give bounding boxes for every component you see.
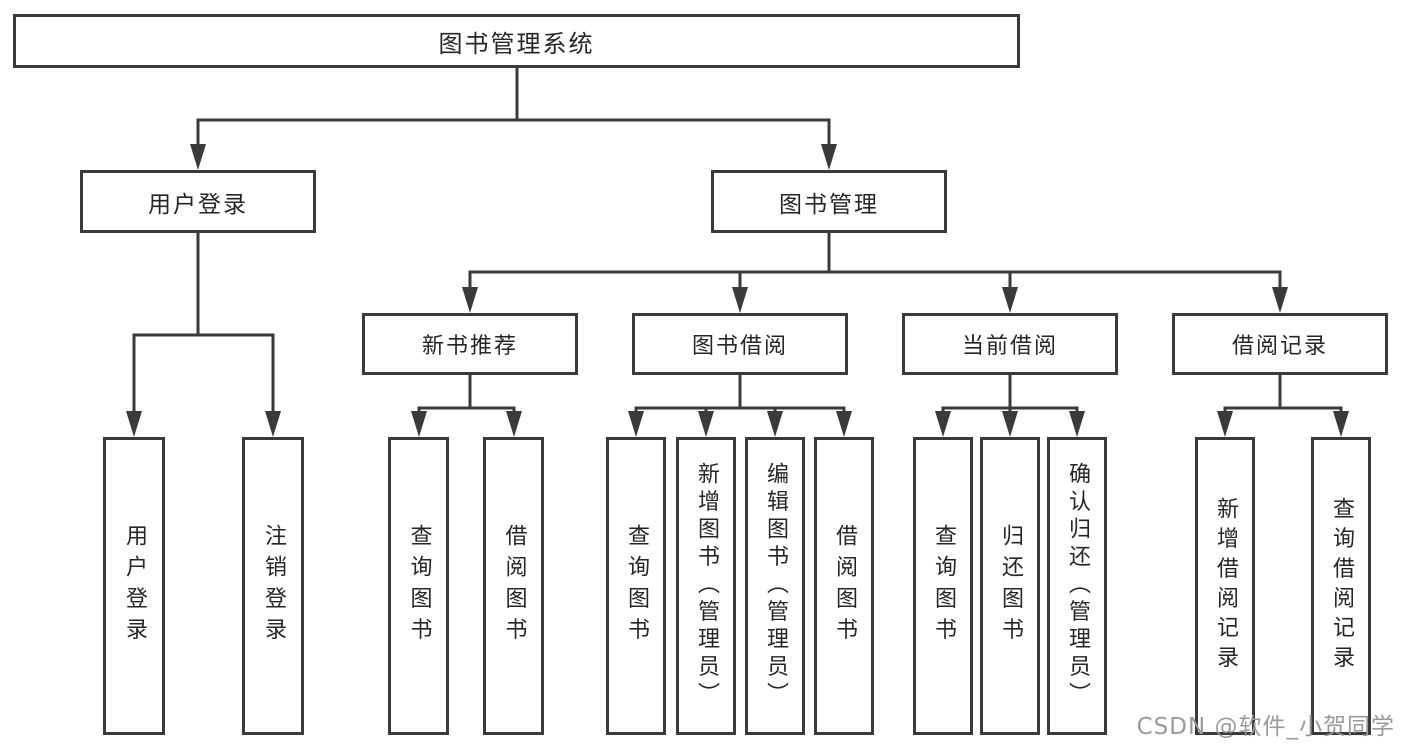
node-label: 新书推荐 xyxy=(421,334,518,359)
node-library-management-system: 图书管理系统 xyxy=(13,14,1020,68)
arrowhead xyxy=(1002,411,1018,437)
arrowhead xyxy=(1002,287,1018,313)
arrowhead xyxy=(935,411,951,437)
leaf-current-return-books: 归还图书 xyxy=(980,437,1040,735)
arrowheads xyxy=(126,144,1349,437)
arrowhead xyxy=(506,411,522,437)
arrowhead xyxy=(821,144,837,170)
node-label: 图书借阅 xyxy=(691,334,788,359)
leaf-borrowing-query-books: 查询图书 xyxy=(606,437,666,735)
leaf-recommend-query-books: 查询图书 xyxy=(388,437,449,735)
leaf-user-login: 用户登录 xyxy=(103,437,165,735)
arrowhead xyxy=(767,411,783,437)
leaf-label: 新增图书（管理员） xyxy=(694,462,719,710)
node-book-borrowing: 图书借阅 xyxy=(632,313,848,375)
leaf-borrowing-edit-books-admin: 编辑图书（管理员） xyxy=(745,437,805,735)
leaf-label: 编辑图书（管理员） xyxy=(763,462,788,710)
leaf-current-query-books: 查询图书 xyxy=(913,437,973,735)
node-book-management: 图书管理 xyxy=(711,170,947,233)
leaf-label: 借阅图书 xyxy=(832,523,857,649)
arrowhead xyxy=(1217,411,1233,437)
node-label: 图书管理系统 xyxy=(438,29,595,58)
connector-paths xyxy=(132,66,1343,415)
node-label: 当前借阅 xyxy=(961,334,1058,359)
arrowhead xyxy=(1069,411,1085,437)
leaf-label: 确认归还（管理员） xyxy=(1065,462,1090,710)
leaf-label: 查询图书 xyxy=(624,523,649,649)
arrowhead xyxy=(190,144,206,170)
node-user-login: 用户登录 xyxy=(80,170,316,233)
leaf-label: 查询借阅记录 xyxy=(1329,496,1354,676)
arrowhead xyxy=(1333,411,1349,437)
leaf-records-query-record: 查询借阅记录 xyxy=(1311,437,1371,735)
arrowhead xyxy=(628,411,644,437)
csdn-watermark: CSDN @软件_小贺同学 xyxy=(1136,714,1395,740)
leaf-label: 新增借阅记录 xyxy=(1213,496,1238,676)
leaf-logout-login: 注销登录 xyxy=(242,437,304,735)
leaf-label: 借阅图书 xyxy=(501,523,527,649)
node-label: 图书管理 xyxy=(779,191,879,218)
arrowhead xyxy=(411,411,427,437)
leaf-current-confirm-return-admin: 确认归还（管理员） xyxy=(1047,437,1107,735)
arrowhead xyxy=(732,287,748,313)
leaf-borrowing-borrow-books: 借阅图书 xyxy=(814,437,874,735)
node-label: 用户登录 xyxy=(148,191,248,218)
leaf-label: 查询图书 xyxy=(931,523,956,649)
arrowhead xyxy=(126,411,142,437)
leaf-records-add-record: 新增借阅记录 xyxy=(1195,437,1255,735)
leaf-borrowing-add-books-admin: 新增图书（管理员） xyxy=(676,437,736,735)
leaf-label: 归还图书 xyxy=(998,523,1023,649)
node-new-book-recommend: 新书推荐 xyxy=(362,313,578,375)
node-borrowing-records: 借阅记录 xyxy=(1172,313,1388,375)
node-label: 借阅记录 xyxy=(1231,334,1328,359)
arrowhead xyxy=(462,287,478,313)
arrowhead xyxy=(265,411,281,437)
node-current-borrowing: 当前借阅 xyxy=(902,313,1118,375)
leaf-label: 注销登录 xyxy=(261,523,286,649)
arrowhead xyxy=(698,411,714,437)
leaf-recommend-borrow-books: 借阅图书 xyxy=(483,437,544,735)
leaf-label: 查询图书 xyxy=(406,523,432,649)
arrowhead xyxy=(1272,287,1288,313)
arrowhead xyxy=(836,411,852,437)
leaf-label: 用户登录 xyxy=(122,523,147,649)
